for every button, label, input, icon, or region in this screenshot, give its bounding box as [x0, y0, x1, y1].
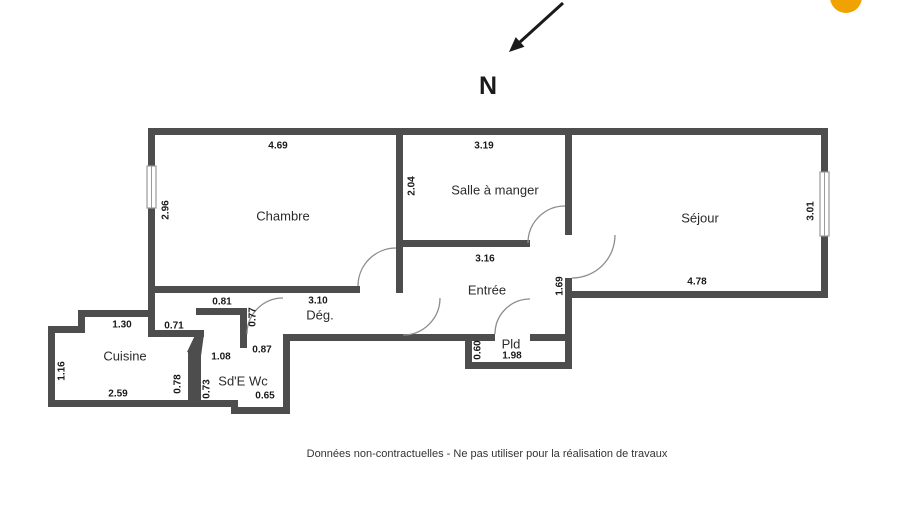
wall-segment [148, 286, 360, 293]
wall-segment [530, 334, 565, 341]
wall-segment [78, 310, 155, 317]
wall-segment [465, 334, 472, 369]
dim-sde-bottom: 0.65 [255, 391, 275, 402]
wall-segment [396, 128, 403, 293]
dimension-labels: 4.69 3.19 3.16 4.78 0.81 3.10 0.71 1.30 … [108, 141, 707, 402]
wall-segment [48, 326, 85, 333]
door-arc-salle-a-manger [527, 205, 566, 244]
wall-segment [148, 330, 204, 337]
wall-segment [283, 334, 472, 341]
dim-sde-left: 0.73 [202, 379, 213, 399]
wall-segment [48, 400, 238, 407]
windows [146, 165, 830, 237]
room-label-degagement: Dég. [306, 308, 333, 323]
wall-segment [148, 208, 155, 293]
room-label-salle-a-manger: Salle à manger [451, 183, 539, 198]
north-arrow-shaft [518, 1, 565, 44]
wall-segment [403, 240, 530, 247]
door-arc-chambre [357, 247, 397, 287]
wall-segment [148, 128, 828, 135]
dim-entree-height: 1.69 [555, 276, 566, 296]
dim-sde-nook: 0.87 [252, 345, 272, 356]
wall-segment [148, 135, 155, 166]
door-arc-entree [402, 297, 441, 336]
wall-segment [472, 334, 495, 341]
walls [48, 128, 828, 414]
dim-cuisine-right: 0.78 [173, 374, 184, 394]
dim-deg-width: 3.10 [308, 296, 328, 307]
wall-segment [240, 308, 247, 348]
dimension-labels-vertical: 2.96 2.04 3.01 1.69 0.77 1.16 0.78 0.73 … [57, 176, 817, 399]
wall-segment [48, 326, 55, 407]
dim-salle-width: 3.19 [474, 141, 494, 152]
window [819, 171, 830, 237]
disclaimer-text: Données non-contractuelles - Ne pas util… [307, 448, 668, 460]
dim-cuisine-top: 1.30 [112, 320, 132, 331]
dim-cuisine-bottom: 2.59 [108, 389, 128, 400]
room-label-sde-wc: Sd'E Wc [218, 374, 268, 389]
dim-sejour-height: 3.01 [806, 201, 817, 221]
dim-sejour-width: 4.78 [687, 277, 707, 288]
wall-segment [821, 236, 828, 298]
dim-chambre-width: 4.69 [268, 141, 288, 152]
dim-vest-side: 0.77 [248, 307, 259, 327]
dim-chambre-height: 2.96 [161, 200, 172, 220]
room-label-chambre: Chambre [256, 209, 309, 224]
wall-segment [465, 362, 572, 369]
wall-segment [196, 308, 247, 315]
door-arc-placard [494, 298, 531, 335]
dim-cuisine-left: 1.16 [57, 361, 68, 381]
door-arc-sde-wc [246, 297, 284, 335]
dim-salle-height: 2.04 [407, 176, 418, 196]
dim-sde-top: 1.08 [211, 352, 231, 363]
north-arrow: N [479, 1, 565, 100]
wall-segment [572, 291, 821, 298]
accent-circle [830, 0, 862, 13]
room-labels: Chambre Salle à manger Séjour Entrée Dég… [103, 183, 719, 389]
room-label-sejour: Séjour [681, 211, 719, 226]
wall-segment [78, 317, 85, 332]
north-arrow-head [509, 37, 525, 52]
dim-placard-width: 1.98 [502, 351, 522, 362]
room-label-entree: Entrée [468, 283, 506, 298]
dim-vest-top: 0.81 [212, 297, 232, 308]
dim-vest-opening: 0.71 [164, 321, 184, 332]
wall-segment [283, 334, 290, 414]
wall-segment [231, 407, 290, 414]
dim-placard-height: 0.60 [473, 340, 484, 360]
wall-segment [565, 278, 572, 369]
doors [246, 205, 616, 336]
door-arc-sejour [571, 234, 616, 279]
wall-segment [821, 135, 828, 172]
wall-segment [565, 128, 572, 235]
wall-segment [188, 350, 201, 400]
north-label: N [479, 72, 497, 100]
room-label-cuisine: Cuisine [103, 349, 146, 364]
room-label-placard: Pld [502, 337, 521, 352]
window [146, 165, 157, 209]
dim-entree-width: 3.16 [475, 254, 495, 265]
wall-segment [187, 331, 204, 356]
